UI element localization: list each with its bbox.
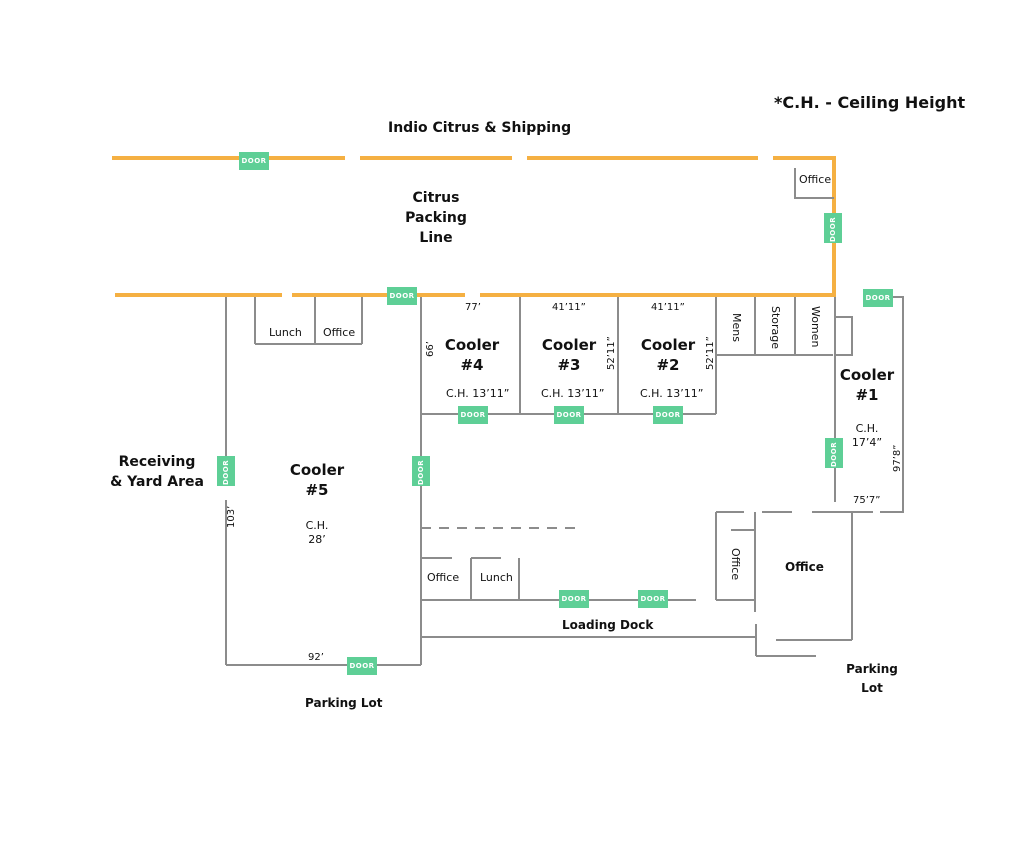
cooler4-word: Cooler xyxy=(444,336,500,354)
cooler4-ceiling-height: C.H. 13’11” xyxy=(446,387,510,400)
cooler4-label: Cooler #4 xyxy=(432,335,512,375)
door-parking-lot[interactable]: DOOR xyxy=(347,657,377,675)
cooler2-label: Cooler #2 xyxy=(628,335,708,375)
dim-cooler1-depth: 97’8” xyxy=(892,444,903,472)
door-label: DOOR xyxy=(417,459,425,485)
door-dock-1[interactable]: DOOR xyxy=(559,590,589,608)
room-office-top-right: Office xyxy=(799,173,832,186)
room-mens: Mens xyxy=(730,313,743,342)
cooler5-ch-label: C.H. xyxy=(305,519,329,532)
room-office-vertical: Office xyxy=(729,548,742,581)
cooler1-ch-value: 17’4” xyxy=(851,436,883,449)
cooler3-number: #3 xyxy=(557,356,581,374)
door-cooler4[interactable]: DOOR xyxy=(458,406,488,424)
door-dock-2[interactable]: DOOR xyxy=(638,590,668,608)
parking-lot-left: Parking Lot xyxy=(305,696,383,710)
ceiling-height-legend: *C.H. - Ceiling Height xyxy=(774,93,966,112)
cooler1-ch-label: C.H. xyxy=(855,422,879,435)
cooler1-number: #1 xyxy=(855,386,879,404)
dim-cooler1-width: 75’7” xyxy=(853,495,881,506)
packing-line-word-2: Packing xyxy=(405,210,467,226)
receiving-yard-label: Receiving & Yard Area xyxy=(107,452,207,492)
loading-dock-label: Loading Dock xyxy=(562,618,654,632)
room-storage: Storage xyxy=(769,306,782,350)
cooler2-ceiling-height: C.H. 13’11” xyxy=(640,387,704,400)
door-cooler3[interactable]: DOOR xyxy=(554,406,584,424)
dim-cooler3-depth: 52’11” xyxy=(606,336,617,370)
cooler2-number: #2 xyxy=(656,356,680,374)
cooler5-word: Cooler xyxy=(289,461,345,479)
door-packing-north[interactable]: DOOR xyxy=(239,152,269,170)
cooler1-label: Cooler #1 xyxy=(827,365,907,405)
door-label: DOOR xyxy=(222,459,230,485)
door-cooler2[interactable]: DOOR xyxy=(653,406,683,424)
cooler5-label: Cooler #5 xyxy=(277,460,357,500)
dim-cooler2-depth: 52’11” xyxy=(705,336,716,370)
cooler1-ceiling-height: C.H. 17’4” xyxy=(842,422,892,450)
dim-cooler5-depth: 103’ xyxy=(226,505,237,528)
cooler3-word: Cooler xyxy=(541,336,597,354)
door-label: DOOR xyxy=(830,441,838,467)
door-label: DOOR xyxy=(829,216,837,242)
building-name: Indio Citrus & Shipping xyxy=(388,120,572,136)
cooler4-number: #4 xyxy=(460,356,484,374)
room-office-large: Office xyxy=(785,560,824,574)
cooler5-ch-value: 28’ xyxy=(308,533,326,546)
cooler5-ceiling-height: C.H. 28’ xyxy=(292,519,342,547)
room-lunch-bottom: Lunch xyxy=(480,571,513,584)
yard-area-word: & Yard Area xyxy=(110,474,204,490)
lot-word: Lot xyxy=(861,681,883,695)
packing-line-label: Citrus Packing Line xyxy=(386,188,486,248)
room-office-bottom: Office xyxy=(427,571,460,584)
door-cooler5-east[interactable]: DOOR xyxy=(412,456,430,486)
dim-cooler2-width: 41’11” xyxy=(651,302,685,313)
door-packing-east[interactable]: DOOR xyxy=(824,213,842,243)
room-office-top: Office xyxy=(323,326,356,339)
door-packing-south[interactable]: DOOR xyxy=(387,287,417,305)
packing-line-word-1: Citrus xyxy=(412,190,460,206)
dim-cooler5-width: 92’ xyxy=(308,652,324,663)
parking-lot-right: Parking Lot xyxy=(842,660,902,698)
room-women: Women xyxy=(809,306,822,348)
receiving-word: Receiving xyxy=(118,454,196,470)
dim-cooler3-width: 41’11” xyxy=(552,302,586,313)
cooler2-word: Cooler xyxy=(640,336,696,354)
dim-cooler4-width: 77’ xyxy=(465,302,481,313)
cooler3-label: Cooler #3 xyxy=(529,335,609,375)
cooler5-number: #5 xyxy=(305,481,329,499)
parking-word: Parking xyxy=(846,662,898,676)
room-lunch-top: Lunch xyxy=(269,326,302,339)
cooler1-word: Cooler xyxy=(839,366,895,384)
packing-line-word-3: Line xyxy=(419,230,453,246)
door-cooler1-top[interactable]: DOOR xyxy=(863,289,893,307)
door-cooler1-west[interactable]: DOOR xyxy=(825,438,843,468)
dim-cooler4-depth: 66’ xyxy=(425,341,436,357)
door-receiving[interactable]: DOOR xyxy=(217,456,235,486)
cooler3-ceiling-height: C.H. 13’11” xyxy=(541,387,605,400)
